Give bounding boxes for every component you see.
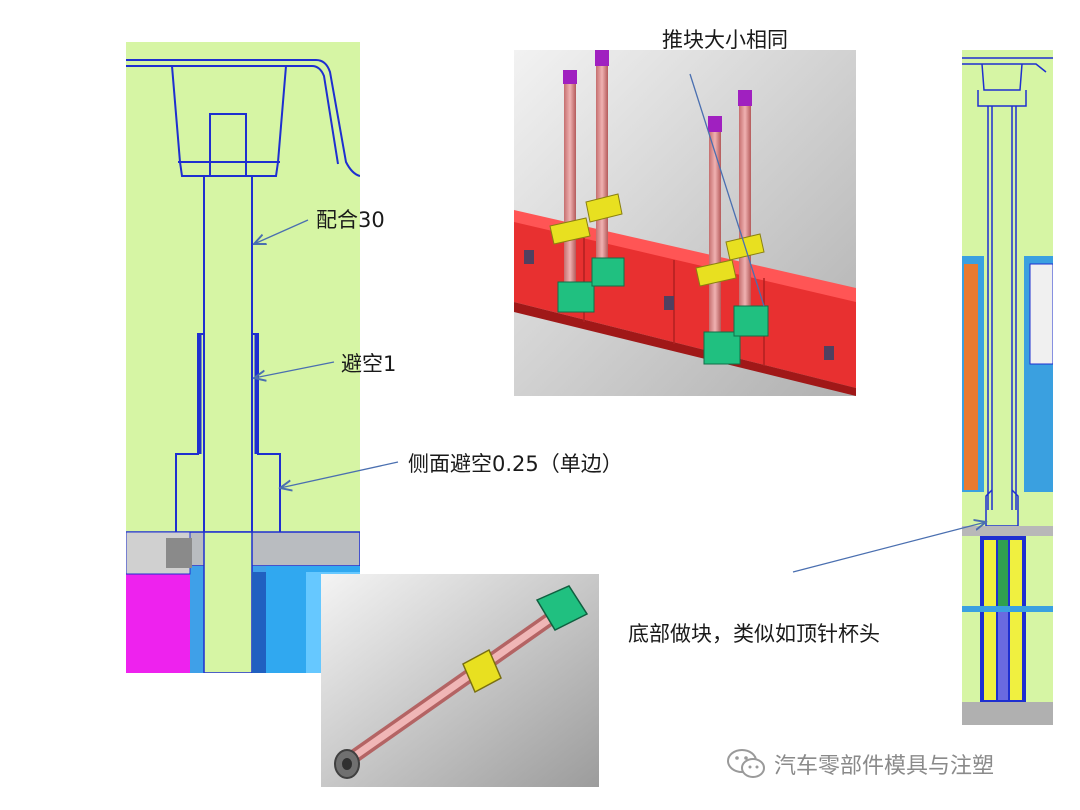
watermark: 汽车零部件模具与注塑 [726,744,994,784]
watermark-text: 汽车零部件模具与注塑 [774,754,995,779]
pusher-3d-drawing [514,50,856,396]
annotation-same-size: 推块大小相同 [662,28,788,52]
arrow-bottom-block [792,522,986,573]
single-pusher-drawing [321,574,599,787]
annotation-bottom-block: 底部做块，类似如顶针杯头 [628,622,880,646]
wechat-icon [727,749,765,778]
bottom-3d-render [321,574,599,787]
top-3d-render [514,50,856,396]
right-cad-section [962,50,1053,725]
annotation-side-clearance: 侧面避空0.25（单边） [408,452,623,476]
annotation-fit-30: 配合30 [316,208,385,232]
annotation-clearance-1: 避空1 [341,352,397,376]
right-cad-drawing [962,50,1053,725]
